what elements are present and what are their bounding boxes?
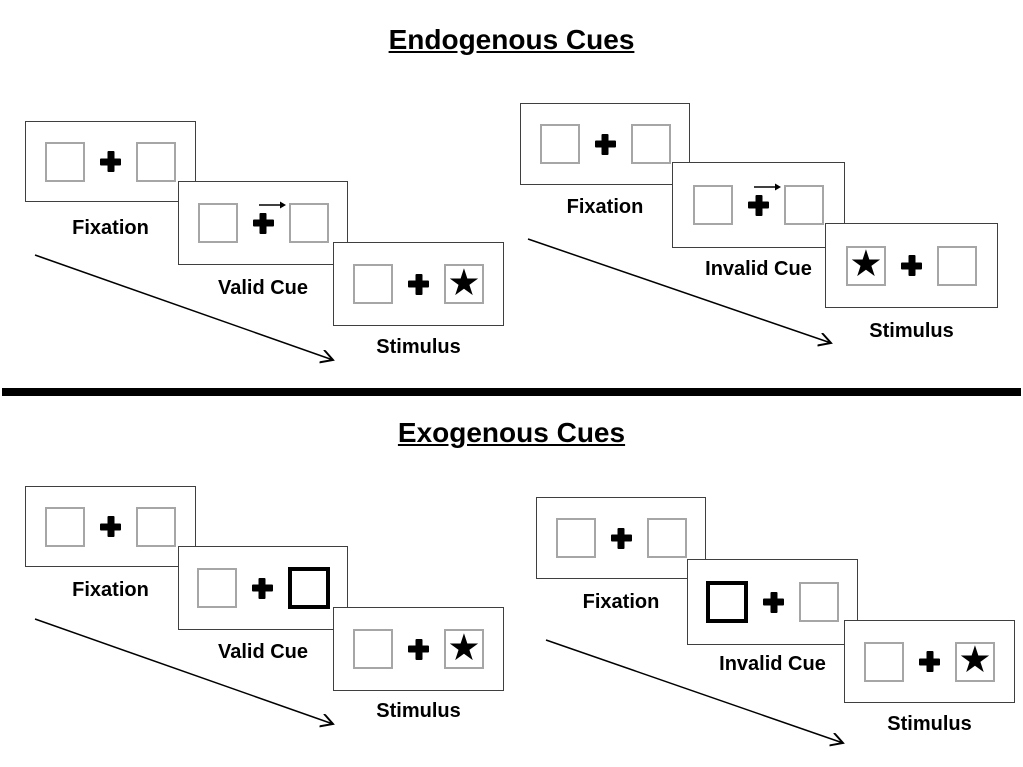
exogenous-invalid-cue-panel [687, 559, 858, 645]
left-placeholder-box [539, 124, 580, 164]
panel-label: Valid Cue [217, 641, 309, 663]
right-placeholder-box [136, 506, 176, 547]
right-placeholder-box [799, 582, 839, 622]
right-placeholder-box [646, 518, 687, 558]
fixation-cross-icon [763, 592, 784, 613]
cue-cross-group [253, 201, 286, 234]
left-placeholder-box [197, 203, 238, 243]
right-placeholder-box [288, 203, 329, 243]
endogenous-invalid-fixation-panel [520, 103, 690, 185]
fixation-cross-icon [919, 651, 940, 672]
star-icon: ★ [958, 638, 992, 681]
left-placeholder-box [555, 518, 596, 558]
panel-label: Fixation [566, 196, 644, 218]
panel-label: Valid Cue [217, 277, 309, 299]
section-title-endogenous: Endogenous Cues [388, 24, 635, 55]
right-placeholder-box [136, 141, 176, 182]
left-placeholder-box [196, 568, 237, 608]
panel-label: Stimulus [869, 320, 954, 342]
right-arrow-icon [754, 183, 781, 190]
star-icon: ★ [447, 625, 481, 669]
right-placeholder-box [630, 124, 671, 164]
right-cue-highlight-box [287, 567, 330, 609]
fixation-cross-icon [901, 255, 922, 276]
panel-label: Invalid Cue [705, 258, 812, 280]
right-placeholder-box [784, 185, 824, 225]
right-placeholder-box: ★ [444, 629, 484, 669]
fixation-cross-icon [100, 516, 121, 537]
panel-label: Invalid Cue [719, 653, 826, 675]
fixation-cross-icon [595, 134, 616, 155]
star-icon: ★ [849, 242, 883, 285]
sequence-timeline-arrow [34, 618, 341, 731]
fixation-cross-icon [252, 578, 273, 599]
panel-label: Stimulus [887, 713, 972, 735]
right-placeholder-box: ★ [444, 264, 484, 304]
fixation-cross-icon [748, 195, 769, 216]
panel-label: Stimulus [376, 336, 461, 358]
fixation-cross-icon [100, 151, 121, 172]
endogenous-invalid-cue-panel [672, 162, 845, 248]
panel-label: Fixation [582, 591, 660, 613]
endogenous-invalid-stimulus-panel: ★ [825, 223, 998, 308]
exogenous-valid-fixation-panel [25, 486, 196, 567]
left-placeholder-box: ★ [846, 242, 886, 286]
endogenous-valid-stimulus-panel: ★ [333, 242, 504, 326]
left-placeholder-box [353, 629, 393, 669]
sequence-timeline-arrow [34, 254, 341, 367]
exogenous-invalid-fixation-panel [536, 497, 706, 579]
panel-label: Fixation [72, 579, 149, 601]
left-placeholder-box [45, 506, 85, 547]
fixation-cross-icon [253, 213, 274, 234]
fixation-cross-icon [611, 528, 632, 549]
sequence-timeline-arrow [545, 639, 852, 751]
endogenous-valid-fixation-panel [25, 121, 196, 202]
fixation-cross-icon [408, 274, 429, 295]
exogenous-invalid-stimulus-panel: ★ [844, 620, 1015, 703]
left-placeholder-box [864, 641, 904, 682]
left-placeholder-box [353, 264, 393, 304]
right-placeholder-box: ★ [955, 638, 995, 682]
right-placeholder-box [937, 245, 977, 286]
endogenous-valid-cue-panel [178, 181, 348, 265]
sequence-timeline-arrow [527, 238, 838, 351]
fixation-cross-icon [408, 639, 429, 660]
left-placeholder-box [45, 141, 85, 182]
cue-cross-group [748, 183, 781, 216]
exogenous-valid-stimulus-panel: ★ [333, 607, 504, 691]
left-cue-highlight-box [706, 581, 748, 623]
section-title-exogenous: Exogenous Cues [397, 417, 626, 448]
left-placeholder-box [693, 185, 733, 225]
right-arrow-icon [258, 201, 286, 208]
panel-label: Fixation [72, 217, 149, 239]
star-icon: ★ [447, 260, 481, 304]
exogenous-valid-cue-panel [178, 546, 348, 630]
section-divider [2, 388, 1021, 396]
panel-label: Stimulus [376, 700, 461, 722]
